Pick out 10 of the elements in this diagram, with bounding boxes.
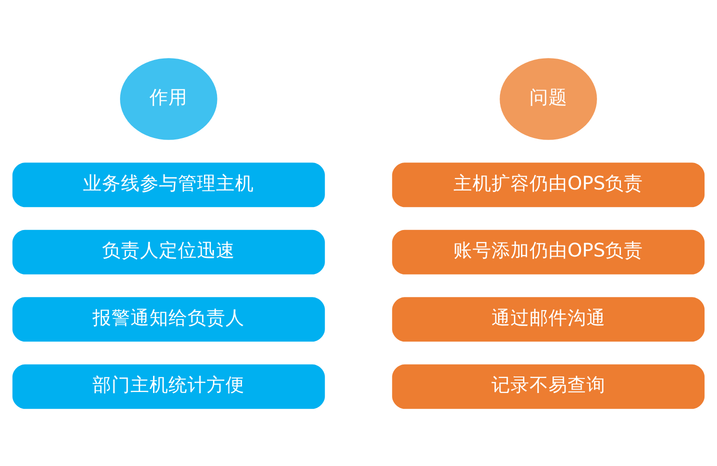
node-box: 部门主机统计方便	[12, 364, 325, 408]
node-ellipse: 作用	[120, 58, 218, 140]
node-box: 业务线参与管理主机	[12, 162, 325, 207]
node-box: 主机扩容仍由OPS负责	[392, 162, 705, 207]
node-box: 通过邮件沟通	[392, 296, 705, 342]
node-box: 记录不易查询	[392, 364, 705, 408]
node-box: 报警通知给负责人	[12, 296, 325, 342]
node-box: 账号添加仍由OPS负责	[392, 229, 705, 274]
node-ellipse: 问题	[500, 58, 597, 140]
node-box: 负责人定位迅速	[12, 229, 325, 274]
